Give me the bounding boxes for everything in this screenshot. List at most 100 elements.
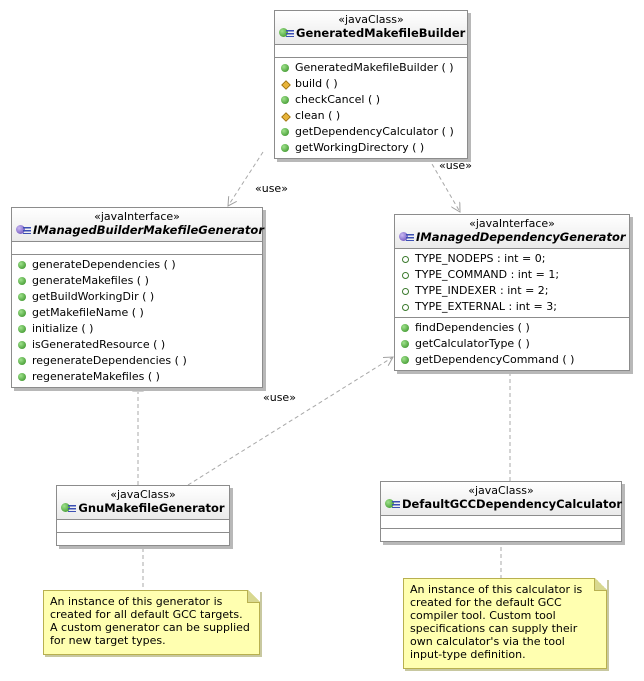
public-member-icon xyxy=(401,340,409,348)
member-text: findDependencies ( ) xyxy=(415,321,530,334)
note-fold-corner xyxy=(247,590,260,603)
class-stereotype: «javaClass» xyxy=(110,488,176,501)
note-default-calculator[interactable]: An instance of this calculator is create… xyxy=(403,578,607,669)
public-member-icon xyxy=(401,356,409,364)
use-label-middle: «use» xyxy=(263,391,296,404)
use-edge-gnu-to-dependency-generator xyxy=(187,357,393,486)
operation-row[interactable]: getWorkingDirectory ( ) xyxy=(275,140,467,156)
java-class-icon xyxy=(385,498,400,509)
operation-row[interactable]: regenerateDependencies ( ) xyxy=(12,353,262,369)
attributes-compartment xyxy=(381,515,621,528)
class-name-text: GnuMakefileGenerator xyxy=(78,501,225,515)
static-field-icon xyxy=(402,304,409,311)
operation-row[interactable]: generateDependencies ( ) xyxy=(12,257,262,273)
member-text: getMakefileName ( ) xyxy=(32,306,144,319)
class-header: «javaClass» GnuMakefileGenerator xyxy=(57,486,229,519)
use-label-left: «use» xyxy=(255,182,288,195)
operation-row[interactable]: regenerateMakefiles ( ) xyxy=(12,369,262,385)
operation-row[interactable]: build ( ) xyxy=(275,76,467,92)
interface-imanaged-dependency-generator[interactable]: «javaInterface» IManagedDependencyGenera… xyxy=(394,214,630,371)
member-text: getDependencyCommand ( ) xyxy=(415,353,575,366)
class-name-text: IManagedBuilderMakefileGenerator xyxy=(33,223,264,237)
public-member-icon xyxy=(18,293,26,301)
public-member-icon xyxy=(281,96,289,104)
java-interface-icon xyxy=(16,224,31,235)
use-edge-builder-to-makefile-generator xyxy=(228,151,264,206)
class-name: IManagedDependencyGenerator xyxy=(399,230,626,245)
operations-compartment xyxy=(381,528,621,541)
operation-row[interactable]: findDependencies ( ) xyxy=(395,320,629,336)
note-gnu-generator[interactable]: An instance of this generator is created… xyxy=(43,590,260,655)
member-text: TYPE_EXTERNAL : int = 3; xyxy=(415,300,557,313)
operation-row[interactable]: clean ( ) xyxy=(275,108,467,124)
operation-row[interactable]: getMakefileName ( ) xyxy=(12,305,262,321)
operations-compartment: findDependencies ( ) getCalculatorType ( … xyxy=(395,317,629,370)
class-generated-makefile-builder[interactable]: «javaClass» GeneratedMakefileBuilder Gen… xyxy=(274,10,468,159)
member-text: getDependencyCalculator ( ) xyxy=(295,125,454,138)
protected-member-icon xyxy=(281,112,291,122)
field-row[interactable]: TYPE_EXTERNAL : int = 3; xyxy=(395,299,629,315)
public-member-icon xyxy=(281,64,289,72)
member-text: initialize ( ) xyxy=(32,322,94,335)
member-text: TYPE_COMMAND : int = 1; xyxy=(415,268,560,281)
operation-row[interactable]: isGeneratedResource ( ) xyxy=(12,337,262,353)
public-member-icon xyxy=(18,325,26,333)
use-label-right: «use» xyxy=(439,159,472,172)
public-member-icon xyxy=(281,144,289,152)
class-header: «javaClass» DefaultGCCDependencyCalculat… xyxy=(381,482,622,515)
public-member-icon xyxy=(18,309,26,317)
note-text: An instance of this generator is created… xyxy=(50,595,250,647)
class-name-text: DefaultGCCDependencyCalculator xyxy=(402,497,623,511)
public-member-icon xyxy=(18,373,26,381)
member-text: checkCancel ( ) xyxy=(295,93,381,106)
member-text: TYPE_NODEPS : int = 0; xyxy=(415,252,546,265)
operation-row[interactable]: generateMakefiles ( ) xyxy=(12,273,262,289)
attributes-compartment xyxy=(275,44,467,57)
fields-compartment: TYPE_NODEPS : int = 0; TYPE_COMMAND : int… xyxy=(395,248,629,317)
operation-row[interactable]: GeneratedMakefileBuilder ( ) xyxy=(275,60,467,76)
class-header: «javaClass» GeneratedMakefileBuilder xyxy=(275,11,467,44)
public-member-icon xyxy=(401,324,409,332)
operation-row[interactable]: getCalculatorType ( ) xyxy=(395,336,629,352)
member-text: clean ( ) xyxy=(295,109,341,122)
member-text: regenerateMakefiles ( ) xyxy=(32,370,160,383)
interface-imanaged-builder-makefile-generator[interactable]: «javaInterface» IManagedBuilderMakefileG… xyxy=(11,207,264,388)
class-name: DefaultGCCDependencyCalculator xyxy=(385,497,622,512)
class-gnu-makefile-generator[interactable]: «javaClass» GnuMakefileGenerator xyxy=(56,485,230,546)
member-text: getCalculatorType ( ) xyxy=(415,337,530,350)
member-text: generateMakefiles ( ) xyxy=(32,274,149,287)
note-fold-corner xyxy=(594,578,607,591)
public-member-icon xyxy=(281,128,289,136)
member-text: regenerateDependencies ( ) xyxy=(32,354,187,367)
class-name-text: IManagedDependencyGenerator xyxy=(416,230,626,244)
operation-row[interactable]: initialize ( ) xyxy=(12,321,262,337)
use-edge-builder-to-dependency-generator xyxy=(424,151,460,212)
field-row[interactable]: TYPE_COMMAND : int = 1; xyxy=(395,267,629,283)
class-stereotype: «javaClass» xyxy=(468,484,534,497)
member-text: TYPE_INDEXER : int = 2; xyxy=(415,284,549,297)
operation-row[interactable]: getDependencyCalculator ( ) xyxy=(275,124,467,140)
member-text: generateDependencies ( ) xyxy=(32,258,176,271)
field-row[interactable]: TYPE_INDEXER : int = 2; xyxy=(395,283,629,299)
member-text: isGeneratedResource ( ) xyxy=(32,338,166,351)
operation-row[interactable]: getDependencyCommand ( ) xyxy=(395,352,629,368)
member-text: GeneratedMakefileBuilder ( ) xyxy=(295,61,454,74)
field-row[interactable]: TYPE_NODEPS : int = 0; xyxy=(395,251,629,267)
java-class-icon xyxy=(61,502,77,513)
class-stereotype: «javaInterface» xyxy=(94,210,180,223)
public-member-icon xyxy=(18,357,26,365)
operations-compartment: GeneratedMakefileBuilder ( ) build ( )che… xyxy=(275,57,467,158)
operation-row[interactable]: getBuildWorkingDir ( ) xyxy=(12,289,262,305)
class-default-gcc-dependency-calculator[interactable]: «javaClass» DefaultGCCDependencyCalculat… xyxy=(380,481,622,542)
public-member-icon xyxy=(18,261,26,269)
class-header: «javaInterface» IManagedBuilderMakefileG… xyxy=(12,208,264,241)
operation-row[interactable]: checkCancel ( ) xyxy=(275,92,467,108)
static-field-icon xyxy=(402,256,409,263)
operations-compartment xyxy=(57,532,229,545)
class-name: GnuMakefileGenerator xyxy=(61,501,225,516)
class-name: GeneratedMakefileBuilder xyxy=(279,26,466,41)
member-text: getBuildWorkingDir ( ) xyxy=(32,290,155,303)
class-stereotype: «javaClass» xyxy=(338,13,404,26)
class-name-text: GeneratedMakefileBuilder xyxy=(296,26,466,40)
